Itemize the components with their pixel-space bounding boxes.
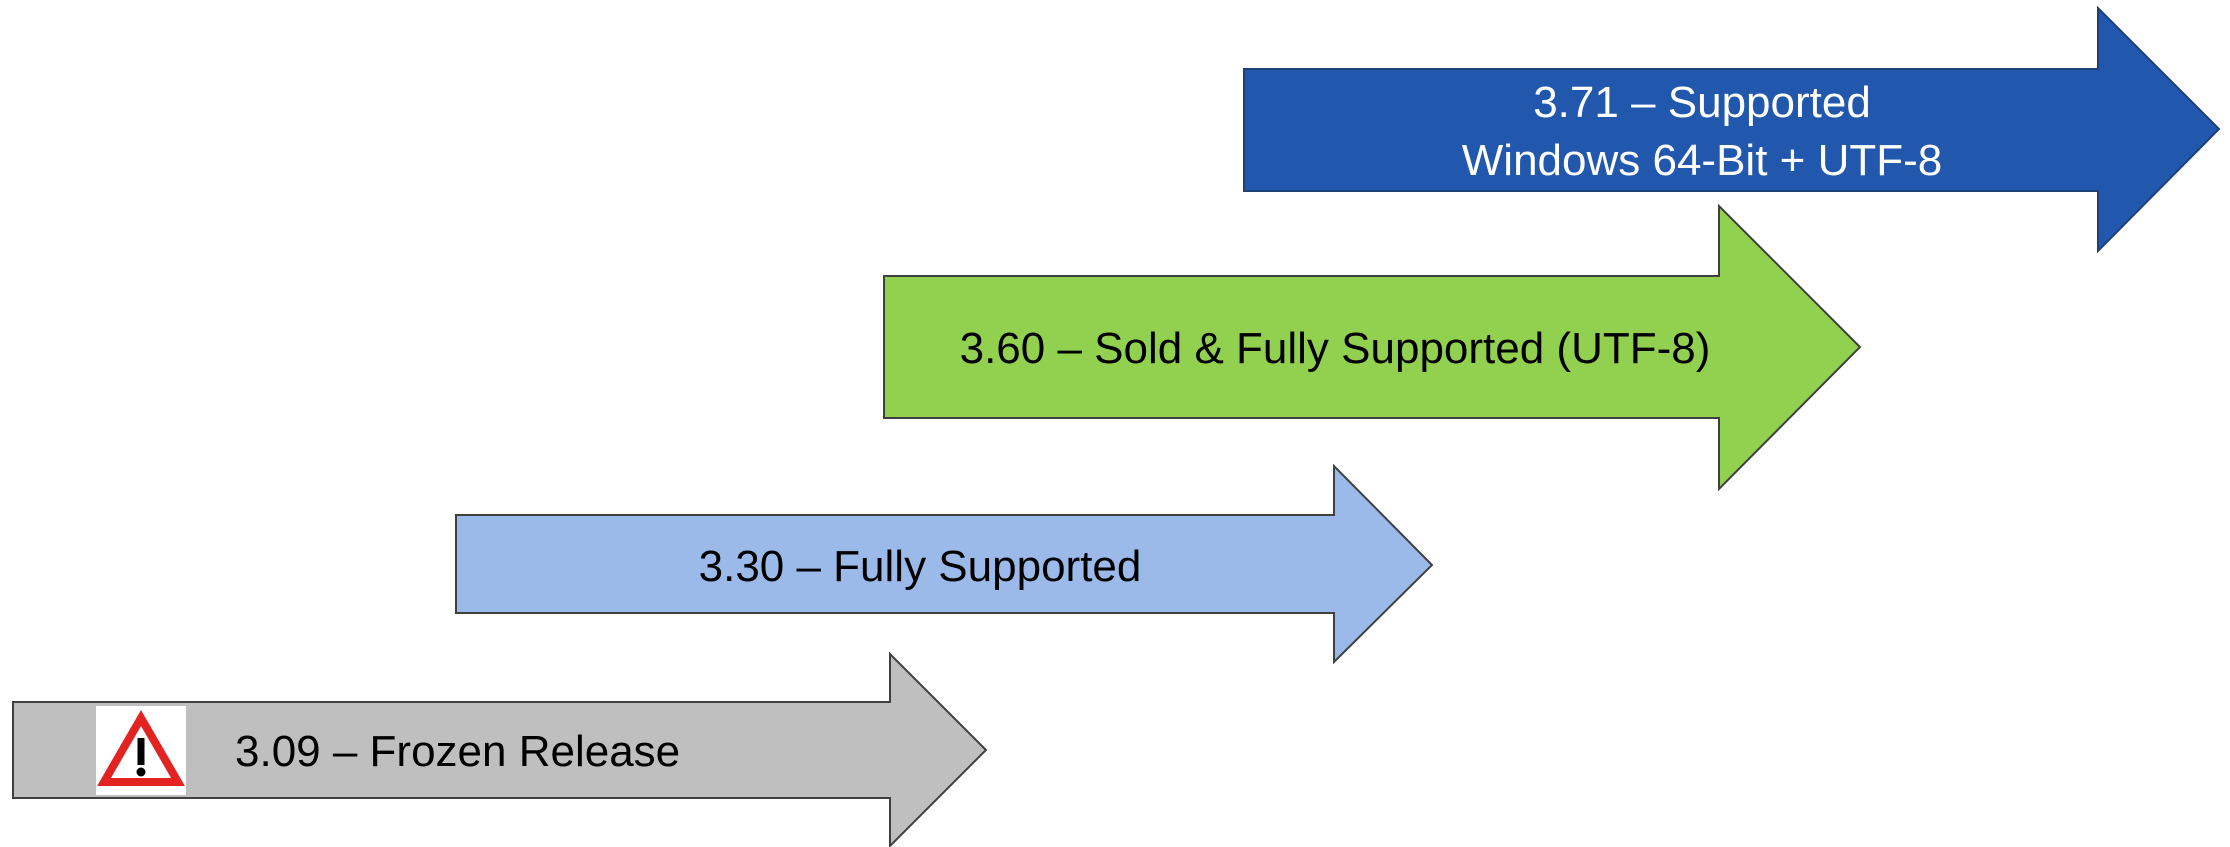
arrow-3-71-shape xyxy=(1243,5,2221,254)
arrow-3-60: 3.60 – Sold & Fully Supported (UTF-8) xyxy=(883,203,1862,492)
arrow-3-60-label: 3.60 – Sold & Fully Supported (UTF-8) xyxy=(960,324,1711,373)
arrow-3-30: 3.30 – Fully Supported xyxy=(455,463,1434,665)
arrow-3-60-shape xyxy=(883,203,1862,492)
arrow-3-09-shape xyxy=(12,651,988,847)
arrow-3-30-shape xyxy=(455,463,1434,665)
arrow-3-71-sublabel: Windows 64-Bit + UTF-8 xyxy=(1462,136,1942,185)
arrow-3-09-label: 3.09 – Frozen Release xyxy=(235,727,680,776)
arrow-3-71-label: 3.71 – Supported xyxy=(1533,78,1871,127)
warning-icon xyxy=(96,706,186,795)
arrow-3-71: 3.71 – Supported Windows 64-Bit + UTF-8 xyxy=(1243,5,2221,254)
arrow-3-30-label: 3.30 – Fully Supported xyxy=(699,542,1142,591)
arrow-3-09: 3.09 – Frozen Release xyxy=(12,651,988,847)
